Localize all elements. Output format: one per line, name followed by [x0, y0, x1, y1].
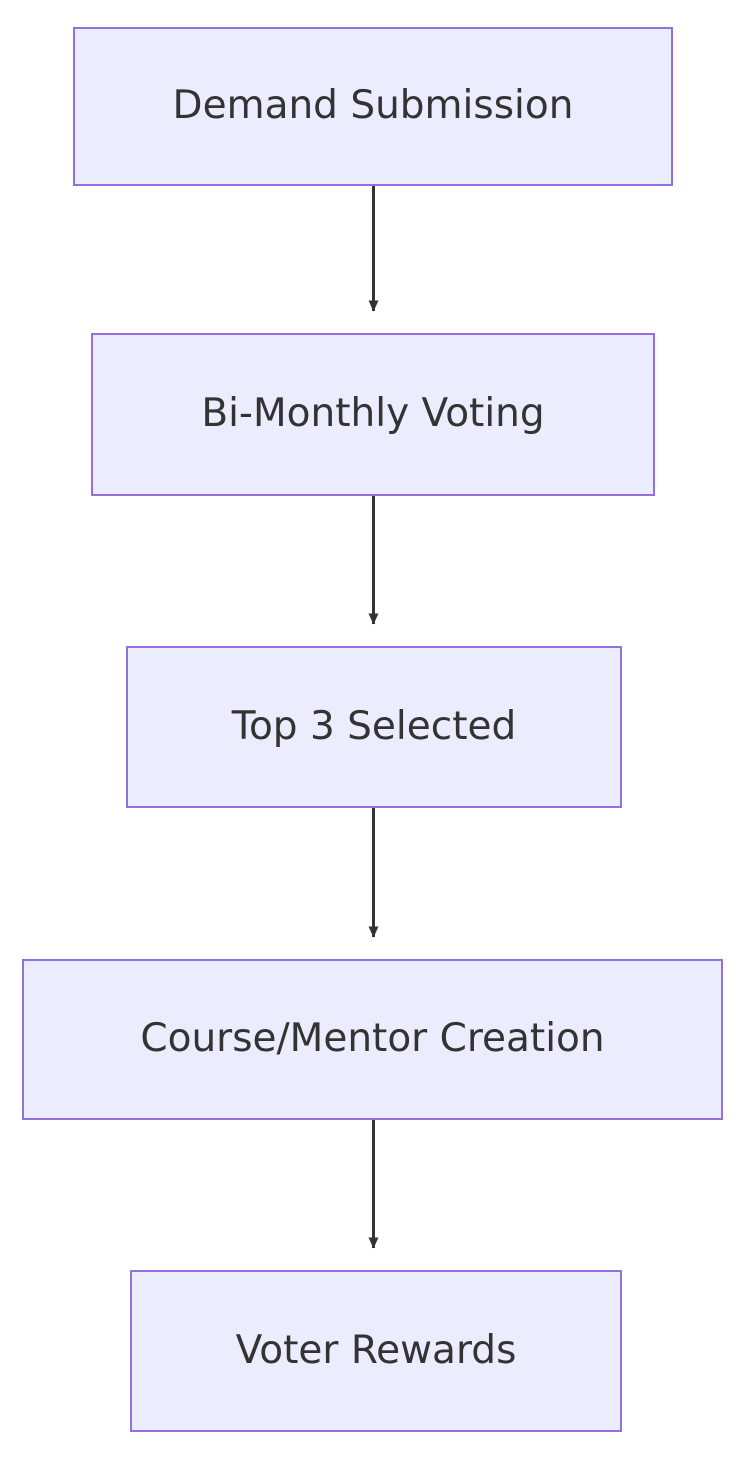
- node-bi-monthly-voting[interactable]: Bi-Monthly Voting: [91, 333, 655, 496]
- node-label: Course/Mentor Creation: [140, 1016, 605, 1062]
- node-label: Voter Rewards: [235, 1327, 517, 1373]
- node-label: Top 3 Selected: [231, 703, 517, 749]
- node-top-3-selected[interactable]: Top 3 Selected: [126, 646, 622, 808]
- node-demand-submission[interactable]: Demand Submission: [73, 27, 673, 186]
- node-label: Bi-Monthly Voting: [201, 391, 545, 437]
- node-course-mentor-creation[interactable]: Course/Mentor Creation: [22, 959, 723, 1120]
- node-label: Demand Submission: [172, 83, 574, 129]
- node-voter-rewards[interactable]: Voter Rewards: [130, 1270, 622, 1432]
